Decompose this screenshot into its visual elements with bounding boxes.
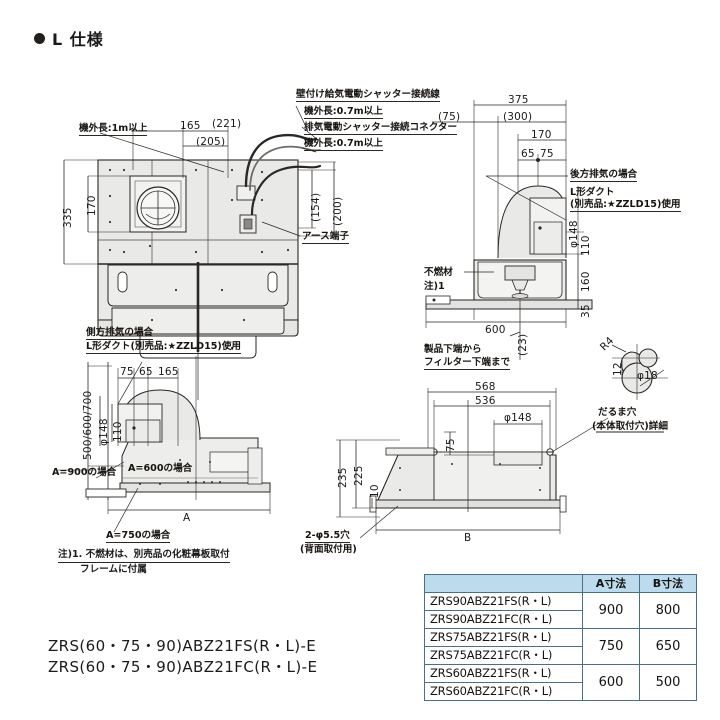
- dim-75-paren: (75): [438, 111, 461, 123]
- dim-65-right: 65: [521, 148, 535, 160]
- dim-536: 536: [475, 395, 496, 407]
- table-cell-a: 750: [582, 628, 640, 665]
- table-cell-b: 500: [639, 664, 697, 701]
- dim-205: (205): [196, 136, 226, 148]
- label-holes: 2-φ5.5穴: [305, 527, 350, 543]
- dim-65-left: 65: [139, 366, 153, 378]
- table-header-a: A寸法: [582, 574, 640, 593]
- callout-outside-length-07b: 機外長:0.7m以上: [304, 135, 383, 151]
- footnote-line2: フレームに付属: [80, 564, 147, 575]
- callout-outside-length-1m: 機外長:1m以上: [79, 120, 148, 136]
- table-cell-model: ZRS75ABZ21FC(R・L): [424, 646, 583, 665]
- dim-75-left: 75: [120, 366, 134, 378]
- table-row: ZRS75ABZ21FS(R・L) 750 650: [424, 628, 697, 665]
- table-header-row: A寸法 B寸法: [424, 574, 697, 593]
- dim-12: 12: [612, 362, 624, 376]
- dim-221: (221): [212, 118, 242, 130]
- callout-wall-supply-shutter: 壁付け給気電動シャッター接続線: [296, 86, 440, 102]
- table-cell-model: ZRS90ABZ21FS(R・L): [424, 592, 583, 611]
- table-cell-model: ZRS90ABZ21FC(R・L): [424, 610, 583, 629]
- label-a750: A=750の場合: [106, 527, 171, 543]
- dim-B: B: [464, 532, 472, 544]
- table-header-blank: [424, 574, 583, 593]
- dim-A-left: A: [183, 512, 191, 524]
- table-row: ZRS60ABZ21FC(R・L): [424, 682, 697, 701]
- callout-exhaust-connector: 排気電動シャッター接続コネクター: [304, 119, 458, 135]
- page-title-text: L 仕様: [52, 30, 104, 49]
- callout-side-exhaust: 側方排気の場合: [86, 324, 154, 340]
- callout-outside-length-07a: 機外長:0.7m以上: [304, 103, 383, 119]
- table-cell-a: 600: [582, 664, 640, 701]
- label-keyhole-title2: (本体取付穴)詳細: [592, 421, 668, 432]
- spec-table: A寸法 B寸法 ZRS90ABZ21FS(R・L) 900 800 ZRS90A…: [424, 574, 697, 701]
- label-keyhole-title1: だるま穴: [598, 407, 637, 418]
- dim-568: 568: [475, 381, 496, 393]
- dim-165-top: 165: [180, 120, 201, 132]
- dim-165-left: 165: [158, 366, 179, 378]
- dim-phi148-plan: φ148: [504, 412, 532, 424]
- table-cell-b: 800: [639, 592, 697, 629]
- table-cell-b: 650: [639, 628, 697, 665]
- callout-l-duct-left: L形ダクト(別売品:★ZZLD15)使用: [86, 338, 242, 354]
- dim-375: 375: [508, 94, 529, 106]
- table-cell-model: ZRS60ABZ21FC(R・L): [424, 682, 583, 701]
- footnote: 注)1. 不燃材は、別売品の化粧幕板取付 フレームに付属: [58, 548, 230, 576]
- callout-l-duct-line2: (別売品:★ZZLD15)使用: [570, 196, 681, 212]
- label-a900: A=900の場合: [52, 467, 117, 478]
- table-cell-model: ZRS75ABZ21FS(R・L): [424, 628, 583, 647]
- table-row: ZRS60ABZ21FS(R・L) 600 500: [424, 664, 697, 701]
- callout-filter-line1: 製品下端から: [424, 344, 482, 355]
- callout-earth-terminal: アース端子: [302, 228, 349, 244]
- label-holes-sub: (背面取付用): [300, 544, 357, 555]
- model-numbers: ZRS(60・75・90)ABZ21FS(R・L)-E ZRS(60・75・90…: [48, 636, 317, 678]
- callout-noncombustible: 不燃材: [424, 267, 453, 278]
- table-header-b: B寸法: [639, 574, 697, 593]
- model-line-1: ZRS(60・75・90)ABZ21FS(R・L)-E: [48, 637, 317, 655]
- callout-note-ref: 注)1: [424, 281, 445, 292]
- page-title: L 仕様: [34, 26, 104, 50]
- dim-600: 600: [485, 324, 506, 336]
- table-cell-model: ZRS60ABZ21FS(R・L): [424, 664, 583, 683]
- table-row: ZRS90ABZ21FS(R・L) 900 800: [424, 592, 697, 629]
- callout-rear-exhaust: 後方排気の場合: [570, 166, 638, 182]
- bullet-icon: [34, 33, 45, 44]
- table-row: ZRS90ABZ21FC(R・L): [424, 610, 697, 629]
- callout-l-duct-line1: L形ダクト: [570, 187, 615, 198]
- label-a600: A=600の場合: [128, 463, 193, 474]
- dim-170-right: 170: [531, 129, 552, 141]
- dim-phi18: φ18: [637, 370, 658, 382]
- dim-300: (300): [503, 111, 533, 123]
- model-line-2: ZRS(60・75・90)ABZ21FC(R・L)-E: [48, 658, 318, 676]
- callout-filter-line2: フィルター下端まで: [424, 354, 511, 370]
- table-cell-a: 900: [582, 592, 640, 629]
- dim-75-right: 75: [540, 148, 554, 160]
